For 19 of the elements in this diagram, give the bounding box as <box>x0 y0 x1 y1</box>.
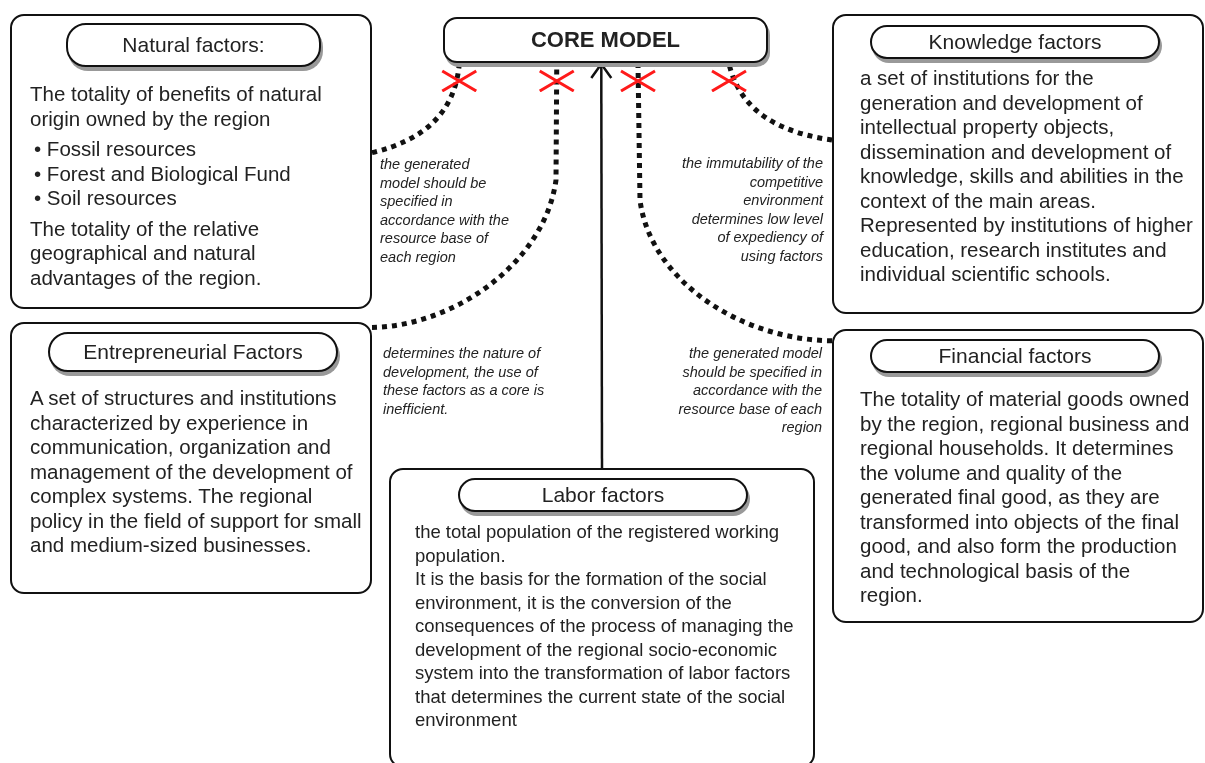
description-text: The totality of the relative geographical and natural advantages of the region. <box>30 216 263 290</box>
description-text: The totality of material goods owned by the region, regional business and regional households. It determines the volume and quality of the generated final good, as they are transformed into objects of the final good, and also form the production and technological basis of the region. <box>860 387 1191 608</box>
description-text: It is the basis for the formation of the social environment, it is the conversion of the consequences of the process of managing the development of the regional socio-economic system into the transformation of labor factors that determines the current state of the social environment <box>415 567 795 732</box>
description-text: the total population of the registered working population. <box>415 520 781 567</box>
edge-label: determines the nature of development, the use of these factors as a core is inefficient. <box>383 344 546 418</box>
description-text: a set of institutions for the generation and development of intellectual property objects, dissemination and development of knowledge, skills and abilities in the context of the main areas. Represented by institutions of higher education, research institutes and individual scientific schools. <box>860 66 1194 287</box>
edge-label: the immutability of the competitive environment determines low level of expediency of using factors <box>680 154 823 265</box>
factor-card <box>10 322 372 594</box>
list-item: • Forest and Biological Fund <box>33 161 292 186</box>
edge-label: the generated model should be specified in accordance with the resource base of each region <box>380 155 510 266</box>
description-text: A set of structures and institutions characterized by experience in communication, organization and management of the development of complex systems. The regional policy in the field of support for small and medium-sized businesses. <box>30 386 363 558</box>
factor-card <box>832 14 1204 314</box>
list-item: • Fossil resources <box>33 137 198 162</box>
edge-label: the generated model should be specified in accordance with the resource base of each region <box>677 344 822 437</box>
list-item: • Soil resources <box>33 186 178 211</box>
factor-card <box>832 329 1204 623</box>
description-text: The totality of benefits of natural origin owned by the region <box>30 82 323 131</box>
factor-card <box>389 468 815 763</box>
factor-card <box>10 14 372 309</box>
